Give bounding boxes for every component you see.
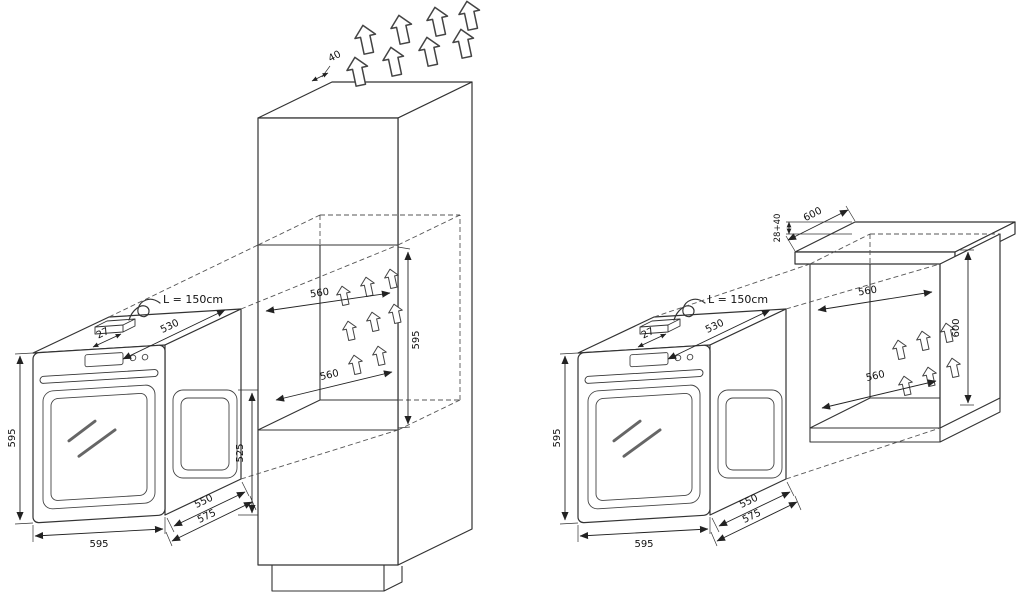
cabinet-plinth (271, 565, 403, 592)
worktop-front-face (794, 251, 956, 265)
dim-label-vent-gap: 40 (327, 49, 343, 65)
ext-line (960, 249, 974, 406)
dim-line-niche-width (817, 289, 933, 313)
vent-arrow-icon (351, 22, 380, 57)
dim-label-niche-depth: 560 (865, 369, 886, 384)
cabinet-bottom (809, 398, 1001, 443)
projection-lines (108, 244, 399, 480)
dim-label-niche-width: 560 (857, 285, 878, 299)
dim-label-oven-fascia: 27 (640, 326, 656, 341)
dim-label-oven-total-depth: 575 (741, 508, 763, 526)
dim-label-niche-width: 560 (309, 287, 329, 301)
dim-label-oven-body-height: 525 (235, 443, 246, 462)
ext-line (238, 389, 258, 516)
ext-line (397, 246, 411, 429)
dim-label-oven-fascia: 27 (95, 326, 111, 341)
ext-line (786, 221, 852, 235)
dim-label-worktop-thickness: 28+40 (773, 214, 783, 243)
cable-length-label: L = 150cm (163, 293, 223, 306)
dim-line-niche-width (265, 290, 391, 314)
vent-arrow-icon (379, 44, 408, 79)
airflow-arrow-icon (896, 374, 916, 397)
vent-arrow-icon (455, 0, 484, 33)
dim-label-niche-height: 600 (951, 318, 962, 337)
dim-label-oven-width: 595 (634, 539, 653, 550)
vent-arrow-icon (423, 4, 452, 39)
dim-label-oven-height: 595 (7, 428, 18, 447)
niche-hidden-edges (809, 233, 1000, 265)
built-in-oven (560, 299, 801, 546)
niche-hidden-edges (257, 214, 461, 431)
base-cabinet-unit (785, 205, 1016, 443)
niche-opening (258, 244, 398, 431)
vent-arrow-icon (449, 26, 478, 61)
airflow-arrow-icon (914, 329, 934, 352)
right-diagram: 595 595 550 575 530 27 L = 150cm 28+40 6… (552, 205, 1016, 550)
dim-label-worktop-depth: 600 (802, 206, 824, 224)
airflow-arrow-icon (890, 338, 910, 361)
vent-arrow-icon (387, 12, 416, 47)
left-diagram: 595 595 550 575 530 27 525 L = 150cm 40 … (7, 0, 484, 592)
ext-line (785, 205, 856, 252)
dim-label-niche-height: 595 (411, 330, 422, 349)
dim-line-worktop-depth (787, 209, 849, 241)
dim-line-niche-depth (821, 379, 937, 410)
built-in-oven (15, 299, 256, 546)
cabinet-front-face (257, 117, 399, 566)
dim-line-niche-depth (275, 370, 393, 402)
cabinet-right-face (397, 81, 473, 566)
cable-length-label: L = 150cm (708, 293, 768, 306)
niche-opening (809, 263, 941, 429)
tall-cabinet-unit (257, 0, 484, 592)
dim-line-vent-gap (311, 72, 329, 82)
dim-label-oven-total-depth: 575 (196, 508, 218, 526)
dim-label-oven-height: 595 (552, 428, 563, 447)
dim-label-niche-depth: 560 (319, 368, 340, 383)
dim-label-oven-width: 595 (89, 539, 108, 550)
vent-arrow-icon (415, 34, 444, 69)
projection-lines (653, 263, 941, 480)
